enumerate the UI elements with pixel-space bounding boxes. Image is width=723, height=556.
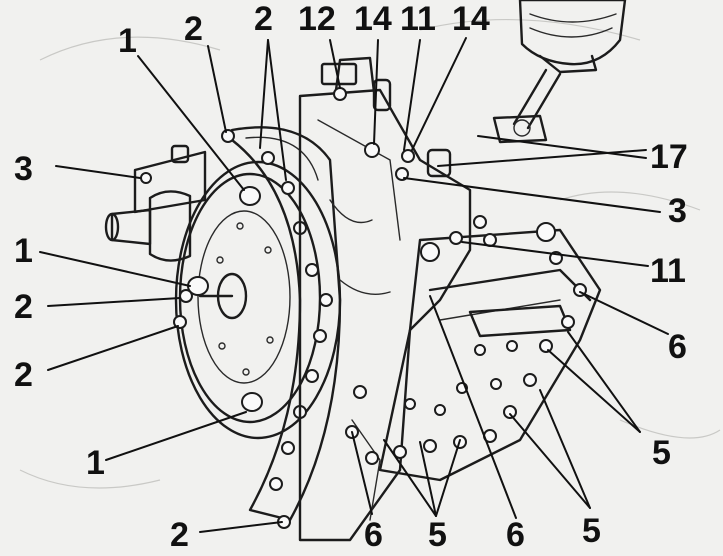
valve-body-pan: [345, 215, 602, 482]
callout-5-bottom-right: 5: [582, 512, 601, 550]
input-shaft-stub: [104, 144, 207, 262]
callout-5-right: 5: [652, 434, 671, 472]
torque-converter: [174, 160, 342, 440]
callout-6-bottom-right: 6: [506, 516, 525, 554]
callout-14-top-right: 14: [452, 0, 490, 38]
callout-1-bottom-left: 1: [86, 444, 105, 482]
callout-5-bottom: 5: [428, 516, 447, 554]
bell-housing-flange: [140, 126, 342, 529]
callout-2-top: 2: [254, 0, 273, 38]
shift-lever: [492, 0, 627, 144]
callout-2-left-mid: 2: [14, 288, 33, 326]
callout-1-top: 1: [118, 22, 137, 60]
callout-12-top: 12: [298, 0, 336, 38]
callout-labels: 1 2 2 12 14 11 14 3 17 3 1 11 2 6 2 5 1 …: [14, 0, 688, 554]
leader-lines: [39, 37, 669, 533]
callout-11-top: 11: [400, 0, 436, 38]
callout-2-top-left: 2: [184, 10, 203, 48]
callout-14-top: 14: [354, 0, 392, 38]
callout-2-left-low: 2: [14, 356, 33, 394]
callout-3-left: 3: [14, 150, 33, 188]
callout-11-right: 11: [650, 252, 686, 290]
callout-6-right: 6: [668, 328, 687, 366]
callout-17-right: 17: [650, 138, 688, 176]
callout-3-right: 3: [668, 192, 687, 230]
callout-2-bottom: 2: [170, 516, 189, 554]
callout-6-bottom: 6: [364, 516, 383, 554]
callout-1-left: 1: [14, 232, 33, 270]
